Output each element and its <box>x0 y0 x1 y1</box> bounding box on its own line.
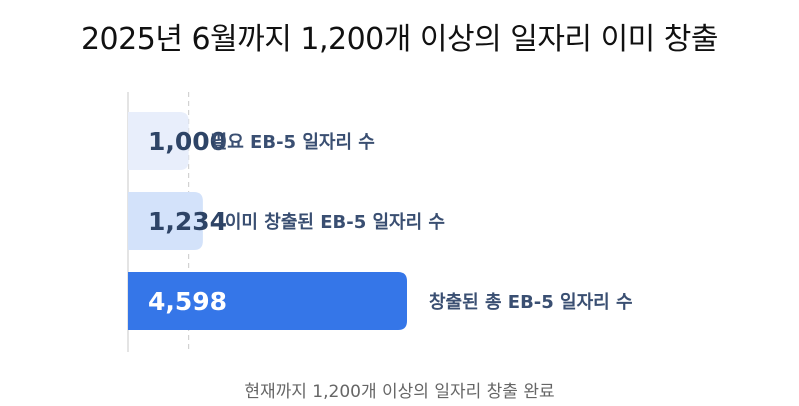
bar <box>128 192 203 250</box>
bar-category-label: 창출된 총 EB-5 일자리 수 <box>429 292 633 313</box>
bar <box>128 272 407 330</box>
bar-value-label: 4,598 <box>148 287 227 316</box>
chart-title: 2025년 6월까지 1,200개 이상의 일자리 이미 창출 <box>80 22 719 57</box>
bar-value-label: 1,000 <box>148 127 227 156</box>
bar-category-label: 이미 창출된 EB-5 일자리 수 <box>225 212 445 233</box>
bar-category-label: 필요 EB-5 일자리 수 <box>211 132 375 153</box>
bar <box>128 112 189 170</box>
bar-value-label: 1,234 <box>148 207 227 236</box>
chart-caption: 현재까지 1,200개 이상의 일자리 창출 완료 <box>244 382 555 402</box>
